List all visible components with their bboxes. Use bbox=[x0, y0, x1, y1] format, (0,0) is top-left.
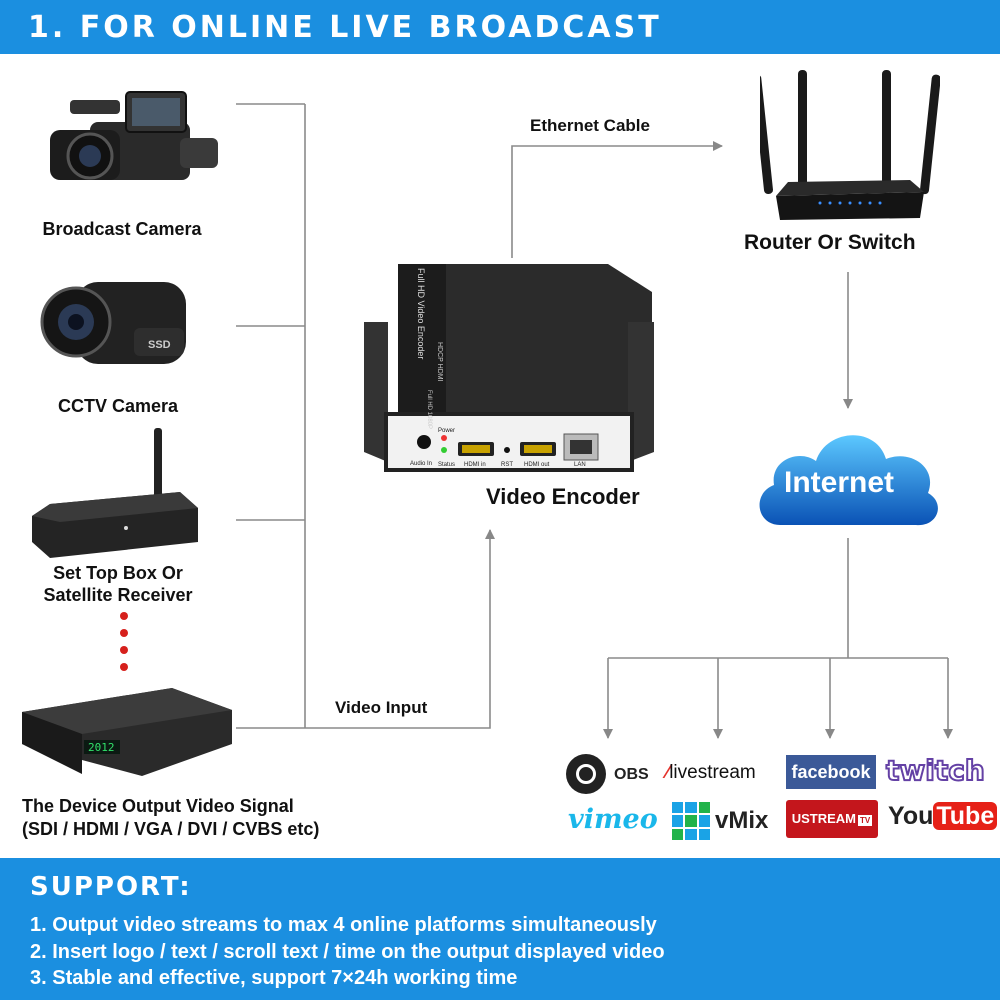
set-top-box-label: Set Top Box Or Satellite Receiver bbox=[18, 562, 218, 606]
header-banner: 1. FOR ONLINE LIVE BROADCAST bbox=[0, 0, 1000, 54]
twitch-logo: twitch bbox=[885, 753, 986, 788]
support-item-3: 3. Stable and effective, support 7×24h w… bbox=[30, 967, 518, 989]
broadcast-camera-label: Broadcast Camera bbox=[42, 219, 202, 239]
obs-logo-inner-icon bbox=[576, 764, 596, 784]
receiver-display-text: 2012 bbox=[88, 741, 115, 754]
device-output-line1: The Device Output Video Signal bbox=[22, 796, 294, 816]
device-output-line2: (SDI / HDMI / VGA / DVI / CVBS etc) bbox=[22, 819, 320, 839]
encoder-side-badge: Full HD 1080P bbox=[426, 390, 432, 429]
port-hdmi-out-label: HDMI out bbox=[524, 462, 550, 468]
support-item-1: 1. Output video streams to max 4 online … bbox=[30, 914, 657, 936]
video-encoder-label: Video Encoder bbox=[486, 484, 640, 509]
support-item-2: 2. Insert logo / text / scroll text / ti… bbox=[30, 941, 665, 963]
support-banner: SUPPORT: 1. Output video streams to max … bbox=[0, 858, 1000, 1000]
port-audio-label: Audio In bbox=[410, 461, 432, 467]
internet-cloud-icon bbox=[759, 435, 938, 526]
obs-label: OBS bbox=[614, 766, 649, 783]
ustream-label: USTREAM bbox=[791, 811, 857, 826]
internet-label: Internet bbox=[784, 466, 895, 499]
router-icon bbox=[760, 70, 940, 220]
cctv-camera-label: CCTV Camera bbox=[57, 396, 179, 416]
youtube-you-label: You bbox=[888, 802, 934, 830]
livestream-label: livestream bbox=[669, 762, 756, 783]
youtube-tube-label: Tube bbox=[933, 802, 998, 830]
set-top-box-label-text: Set Top Box Or Satellite Receiver bbox=[43, 563, 193, 605]
vmix-grid-icon bbox=[672, 802, 710, 840]
ethernet-line bbox=[511, 141, 723, 258]
port-rst-label: RST bbox=[501, 462, 513, 468]
livestream-mark-icon: ⁄ bbox=[666, 762, 670, 783]
twitch-label: twitch bbox=[885, 753, 986, 788]
vimeo-label: vimeo bbox=[568, 804, 658, 835]
encoder-side-sub: HDCP HDMI bbox=[436, 342, 443, 382]
more-devices-dots bbox=[120, 612, 128, 680]
video-input-line bbox=[305, 529, 495, 729]
receiver-device-icon: 2012 bbox=[22, 688, 232, 776]
page-title: 1. FOR ONLINE LIVE BROADCAST bbox=[28, 10, 662, 45]
encoder-side-text: Full HD Video Encoder bbox=[416, 268, 426, 359]
vimeo-logo: vimeo bbox=[568, 804, 658, 835]
support-title: SUPPORT: bbox=[30, 872, 192, 902]
vmix-label: vMix bbox=[715, 807, 769, 834]
port-hdmi-in-label: HDMI in bbox=[464, 462, 486, 468]
set-top-box-icon bbox=[32, 428, 198, 558]
video-input-label: Video Input bbox=[335, 698, 428, 717]
device-output-label: The Device Output Video Signal (SDI / HD… bbox=[22, 796, 319, 840]
video-encoder-icon: Full HD Video Encoder HDCP HDMI Full HD … bbox=[364, 264, 654, 472]
facebook-logo: facebook bbox=[786, 755, 876, 789]
broadcast-camera-icon bbox=[50, 91, 218, 180]
svg-text:SSD: SSD bbox=[148, 339, 171, 351]
port-power-label: Power bbox=[438, 428, 455, 434]
facebook-label: facebook bbox=[791, 762, 871, 782]
port-lan-label: LAN bbox=[574, 462, 586, 468]
livestream-logo: ⁄livestream bbox=[666, 762, 756, 784]
ustream-tv-label: TV bbox=[858, 815, 873, 826]
cctv-camera-icon: SSD bbox=[40, 282, 186, 364]
ethernet-cable-label: Ethernet Cable bbox=[530, 116, 650, 135]
port-status-label: Status bbox=[438, 462, 455, 468]
router-label: Router Or Switch bbox=[744, 231, 916, 254]
